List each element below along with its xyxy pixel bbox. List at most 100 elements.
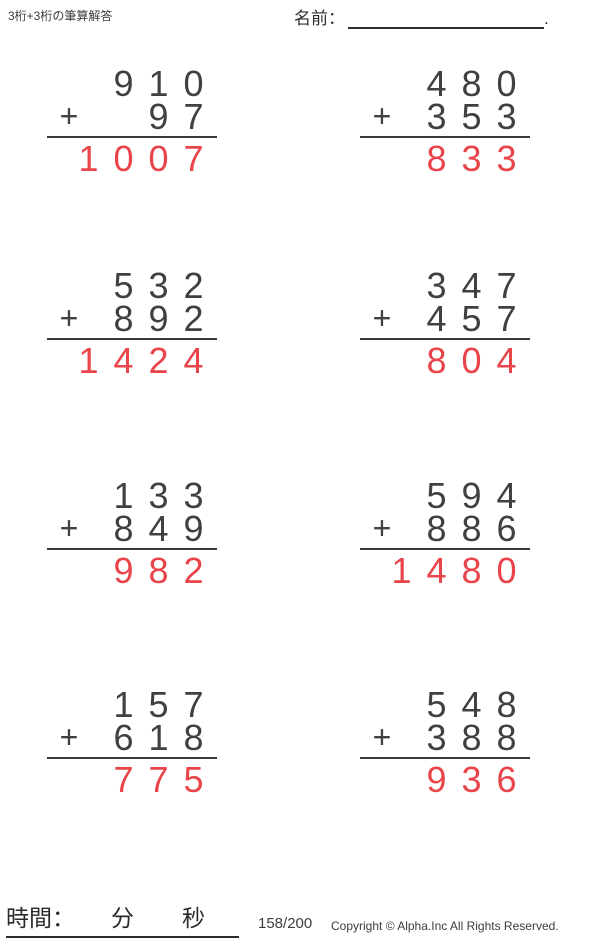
digit-cell: 9 [148,298,169,339]
digit-cell: 0 [148,138,169,179]
digit-cell: 3 [426,265,447,306]
digit-cell: 8 [426,138,447,179]
digit-cell: 5 [426,684,447,725]
digit-cell [384,344,419,377]
digit-cell [71,554,106,587]
name-period: . [544,9,549,28]
sum-rule-line [47,548,217,550]
sum-rule-line [360,548,530,550]
digit-cell [71,67,106,100]
sum-rule-line [47,338,217,340]
name-underline [348,8,544,29]
minutes-label: 分 [111,905,134,931]
time-underline: 時間： 分 秒 [6,899,239,938]
seconds-label: 秒 [182,905,205,931]
digit-cell [71,269,106,302]
digit-cell: 3 [461,759,482,800]
digit-cell [384,67,419,100]
digit-cell: 9 [148,96,169,137]
plus-operator: + [372,98,392,134]
digit-cell [384,763,419,796]
digit-cell [71,688,106,721]
digit-cell: 5 [113,265,134,306]
digit-cell: 8 [461,63,482,104]
digit-cell: 3 [426,96,447,137]
digit-cell [384,688,419,721]
copyright-notice: Copyright © Alpha.Inc All Rights Reserve… [331,919,559,933]
digit-cell: 9 [426,759,447,800]
sum-rule-line [360,136,530,138]
digit-cell: 2 [183,298,204,339]
digit-cell: 8 [113,298,134,339]
name-field: 名前：. [294,4,549,29]
digit-cell: 4 [426,63,447,104]
digit-cell: 8 [461,508,482,549]
digit-cell: 1 [148,717,169,758]
digit-cell: 8 [426,340,447,381]
digit-cell: 1 [113,684,134,725]
digit-cell: 3 [148,475,169,516]
time-field: 時間： 分 秒 [6,899,239,938]
digit-cell: 9 [183,508,204,549]
digit-cell: 8 [113,508,134,549]
sum-rule-line [360,338,530,340]
digit-cell: 6 [496,759,517,800]
digit-cell: 4 [113,340,134,381]
digit-cell: 2 [148,340,169,381]
digit-cell: 3 [426,717,447,758]
page-title: 3桁+3桁の筆算解答 [8,9,113,23]
digit-cell: 3 [183,475,204,516]
digit-cell: 4 [426,298,447,339]
digit-cell: 3 [496,96,517,137]
plus-operator: + [372,719,392,755]
digit-cell: 1 [113,475,134,516]
plus-operator: + [59,510,79,546]
plus-operator: + [59,719,79,755]
digit-cell: 8 [461,717,482,758]
digit-cell [106,100,141,133]
digit-cell: 0 [496,63,517,104]
sum-rule-line [47,136,217,138]
digit-cell: 2 [183,550,204,591]
digit-cell: 4 [461,265,482,306]
digit-cell: 3 [148,265,169,306]
digit-cell: 5 [426,475,447,516]
digit-cell: 6 [113,717,134,758]
digit-cell: 1 [78,340,99,381]
digit-cell: 4 [183,340,204,381]
digit-cell [71,763,106,796]
sum-rule-line [47,757,217,759]
digit-cell: 7 [113,759,134,800]
digit-cell: 9 [113,63,134,104]
digit-cell: 4 [496,475,517,516]
digit-cell: 7 [148,759,169,800]
digit-cell: 4 [461,684,482,725]
